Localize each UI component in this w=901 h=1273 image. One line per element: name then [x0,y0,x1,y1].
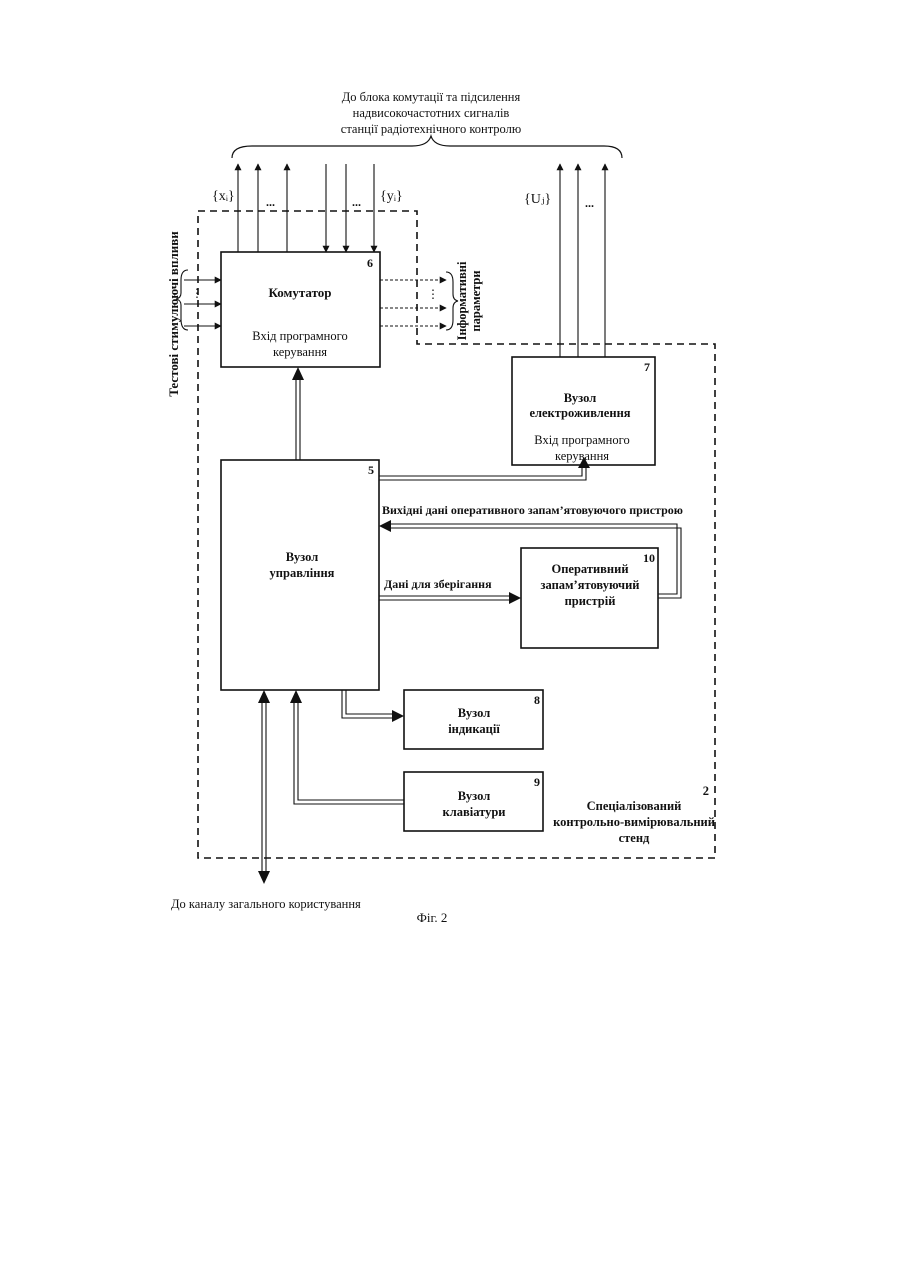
signal-y-label: {yᵢ} [380,189,403,204]
power-block: 7 Вузол електроживлення Вхід програмного… [512,357,655,465]
right-label-line1: Інформативні [455,261,469,340]
keyboard-title2: клавіатури [443,805,506,819]
commutator-number: 6 [367,256,373,270]
ram-title2: запам’ятовуючий [540,578,639,592]
right-label-line2: параметри [469,270,483,331]
power-sub1: Вхід програмного [534,433,629,447]
commutator-sub2: керування [273,345,327,359]
link-control-to-ram [379,592,521,604]
signal-y-dots: ... [352,195,361,209]
control-number: 5 [368,463,374,477]
signal-u-label: {Uⱼ} [524,192,551,207]
signal-x-dots: ... [266,195,275,209]
commutator-title: Комутатор [268,285,331,300]
left-label: Тестові стимулюючі впливи [166,231,181,397]
commutator-block: 6 Комутатор Вхід програмного керування [221,252,380,367]
stand-line2: контрольно-вимірювальний [553,815,715,829]
control-title1: Вузол [286,550,318,564]
bottom-label: До каналу загального користування [171,897,361,911]
ram-title1: Оперативний [551,562,628,576]
info-vdots: ⋮ [427,287,439,301]
stand-line3: стенд [619,831,650,845]
stand-line1: Спеціалізований [587,799,682,813]
ram-block: 10 Оперативний запам’ятовуючий пристрій [521,548,658,648]
indication-number: 8 [534,693,540,707]
keyboard-block: 9 Вузол клавіатури [404,772,543,831]
top-caption-line3: станції радіотехнічного контролю [341,122,521,136]
ram-number: 10 [643,551,655,565]
stim-vdots: ⋮ [191,286,203,300]
power-title1: Вузол [564,391,596,405]
keyboard-title1: Вузол [458,789,490,803]
top-brace [232,136,622,158]
link-control-to-commutator [292,367,304,460]
power-title2: електроживлення [529,406,630,420]
indication-title2: індикації [448,722,500,736]
ram-title3: пристрій [565,594,616,608]
control-block: 5 Вузол управління [221,460,379,690]
link-control-to-indication [342,690,404,722]
link-control-to-channel [258,690,270,884]
link-keyboard-to-control [290,690,404,804]
keyboard-number: 9 [534,775,540,789]
stand-number: 2 [703,784,709,798]
top-caption-line2: надвисокочастотних сигналів [353,106,510,120]
power-number: 7 [644,360,650,374]
top-caption-line1: До блока комутації та підсилення [342,90,521,104]
signal-u-dots: ... [585,196,594,210]
indication-title1: Вузол [458,706,490,720]
figure-caption: Фіг. 2 [417,910,448,925]
indication-block: 8 Вузол індикації [404,690,543,749]
commutator-sub1: Вхід програмного [252,329,347,343]
control-title2: управління [270,566,335,580]
signal-x-label: {xᵢ} [212,189,235,204]
data-store-label: Дані для зберігання [384,577,492,591]
ram-output-label: Вихідні дані оперативного запам’ятовуючо… [382,503,683,517]
